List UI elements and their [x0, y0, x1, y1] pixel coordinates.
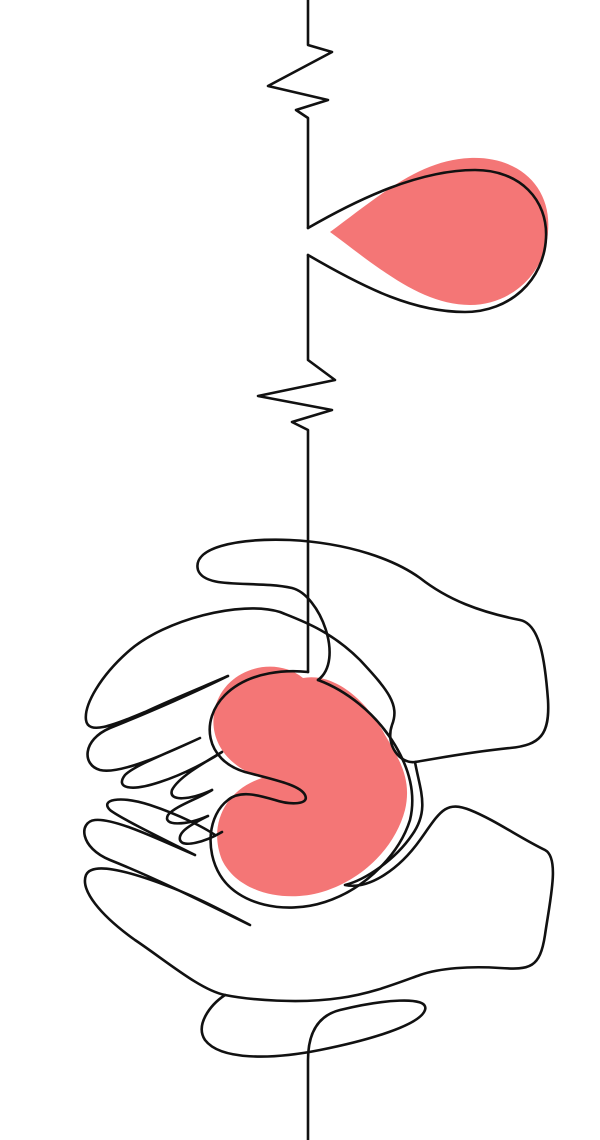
- blood-drop-fill: [330, 157, 549, 305]
- lower-hand-outline: [83, 760, 555, 1003]
- pulse-line-top: [266, 0, 334, 230]
- pulse-line-middle: [256, 253, 337, 674]
- upper-hand-outline: [84, 538, 550, 800]
- wrist-loop-and-pulse-line-bottom: [200, 993, 427, 1140]
- heart-outline: [208, 669, 414, 909]
- heart-fill: [213, 666, 408, 897]
- blood-drop-outline: [306, 168, 548, 314]
- line-art-strokes: [83, 0, 555, 1140]
